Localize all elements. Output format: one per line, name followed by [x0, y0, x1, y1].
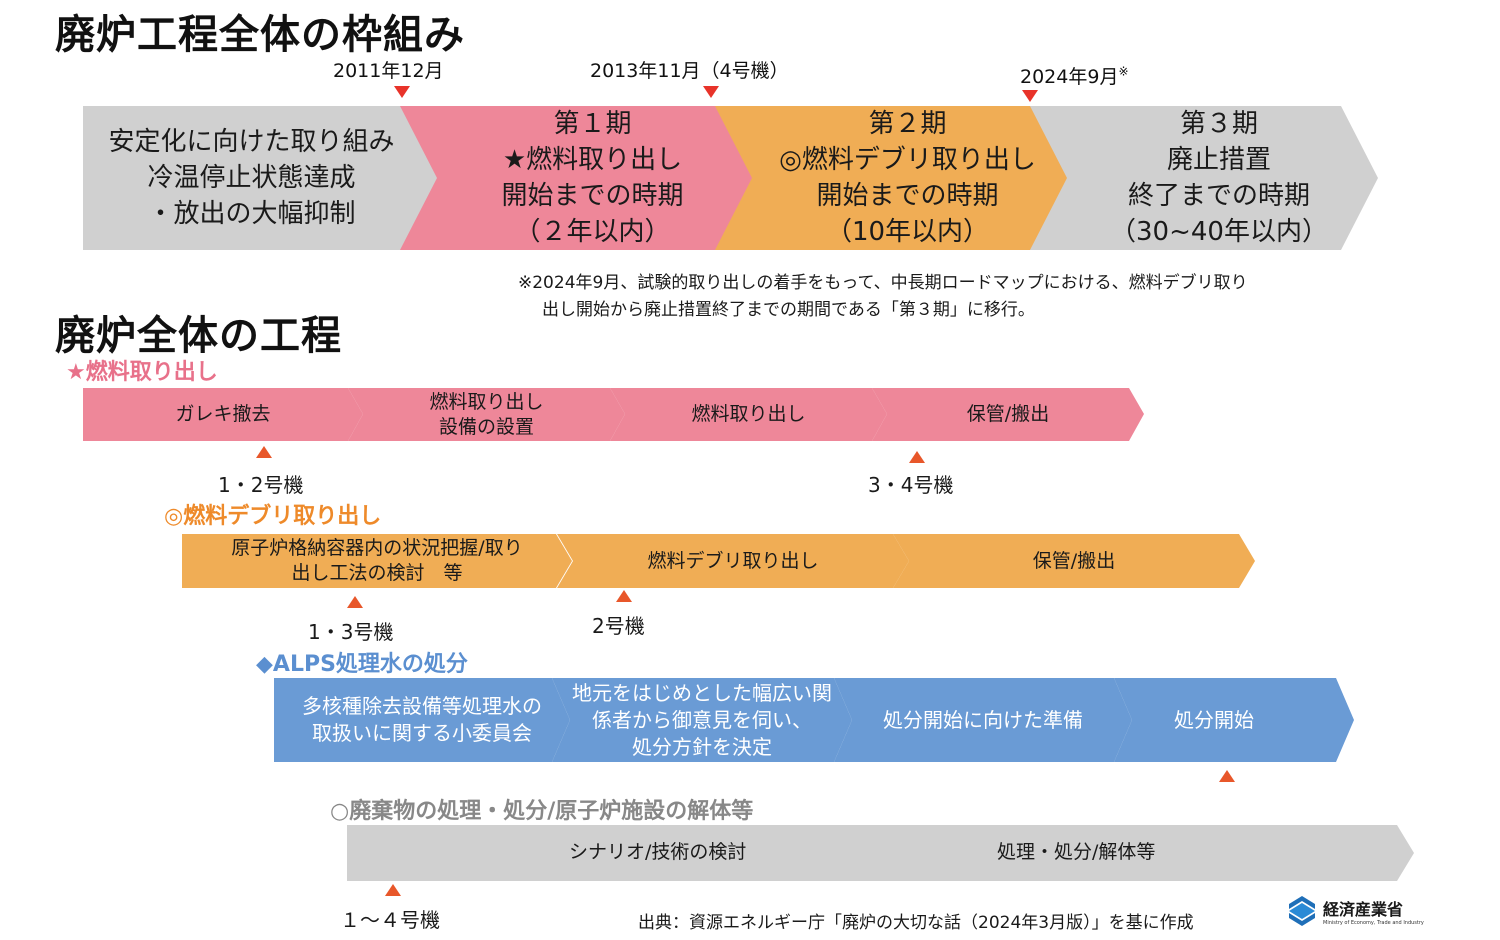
- phase-2: 第２期 ◎燃料デブリ取り出し 開始までの時期 （10年以内）: [715, 106, 1070, 250]
- source-citation: 出典：資源エネルギー庁「廃炉の大切な話（2024年3月版）」を基に作成: [638, 913, 1194, 933]
- milestone-2011-marker: [394, 86, 410, 98]
- debris-step-investigation: 原子炉格納容器内の状況把握/取り出し工法の検討 等: [182, 534, 572, 588]
- phase-1: 第１期 ★燃料取り出し 開始までの時期 （２年以内）: [400, 106, 755, 250]
- fuel-unit34-marker: [909, 451, 925, 463]
- fuel-unit34-label: 3・4号機: [868, 473, 954, 497]
- main-title: 廃炉工程全体の枠組み: [55, 12, 465, 58]
- waste-unit-label: １～４号機: [340, 908, 440, 932]
- milestone-2024-marker: [1022, 90, 1038, 102]
- milestone-2024-asterisk: ※: [1118, 64, 1129, 79]
- waste-bar: シナリオ/技術の検討 処理・処分/解体等: [347, 825, 1414, 881]
- meti-logo-subtitle: Ministry of Economy, Trade and Industry: [1323, 920, 1424, 926]
- fuel-unit12-label: 1・2号機: [218, 473, 304, 497]
- meti-logo: 経済産業省 Ministry of Economy, Trade and Ind…: [1285, 892, 1424, 930]
- debris-step-storage: 保管/搬出: [893, 534, 1255, 588]
- debris-removal-heading: ◎燃料デブリ取り出し: [164, 504, 382, 529]
- phase-stabilization: 安定化に向けた取り組み 冷温停止状態達成 ・放出の大幅抑制: [83, 106, 440, 250]
- debris-unit2-label: 2号機: [592, 614, 645, 638]
- transition-note: ※2024年9月、試験的取り出しの着手をもって、中長期ロードマップにおける、燃料…: [518, 273, 1248, 320]
- meti-logo-name: 経済産業省: [1323, 900, 1404, 919]
- alps-start-marker: [1219, 770, 1235, 782]
- fuel-removal-heading: ★燃料取り出し: [66, 360, 218, 385]
- waste-heading: ○廃棄物の処理・処分/原子炉施設の解体等: [330, 799, 754, 824]
- alps-step-preparation: 処分開始に向けた準備: [834, 678, 1132, 762]
- milestone-2024: 2024年9月※: [1020, 62, 1129, 89]
- debris-step-removal: 燃料デブリ取り出し: [557, 534, 909, 588]
- phase-stabilization-text: 安定化に向けた取り組み 冷温停止状態達成 ・放出の大幅抑制: [108, 127, 395, 229]
- fuel-step-debris-removal: ガレキ撤去: [83, 388, 363, 441]
- meti-logo-icon: [1289, 896, 1315, 926]
- waste-unit-marker: [385, 884, 401, 896]
- debris-unit2-marker: [616, 590, 632, 602]
- schedule-title: 廃炉全体の工程: [55, 313, 342, 359]
- waste-step-scenario: シナリオ/技術の検討: [569, 841, 747, 863]
- alps-step-policy: 地元をはじめとした幅広い関係者から御意見を伺い、処分方針を決定: [552, 678, 852, 762]
- debris-unit13-marker: [347, 596, 363, 608]
- fuel-unit12-marker: [256, 446, 272, 458]
- fuel-step-removal: 燃料取り出し: [610, 388, 887, 441]
- milestone-2011: 2011年12月: [333, 60, 444, 82]
- milestone-2013-marker: [703, 86, 719, 98]
- fuel-step-equipment-install: 燃料取り出し設備の設置: [348, 388, 625, 441]
- debris-unit13-label: 1・3号機: [308, 620, 394, 644]
- waste-step-dismantling: 処理・処分/解体等: [997, 841, 1156, 863]
- fuel-step-storage: 保管/搬出: [872, 388, 1144, 441]
- alps-step-subcommittee: 多核種除去設備等処理水の取扱いに関する小委員会: [274, 678, 570, 762]
- alps-heading: ◆ALPS処理水の処分: [256, 652, 468, 677]
- alps-step-start: 処分開始: [1114, 678, 1354, 762]
- milestone-2013: 2013年11月（4号機）: [590, 60, 789, 82]
- phase-3: 第３期 廃止措置 終了までの時期 （30~40年以内）: [1030, 106, 1378, 250]
- milestone-2024-date: 2024年9月: [1020, 66, 1119, 88]
